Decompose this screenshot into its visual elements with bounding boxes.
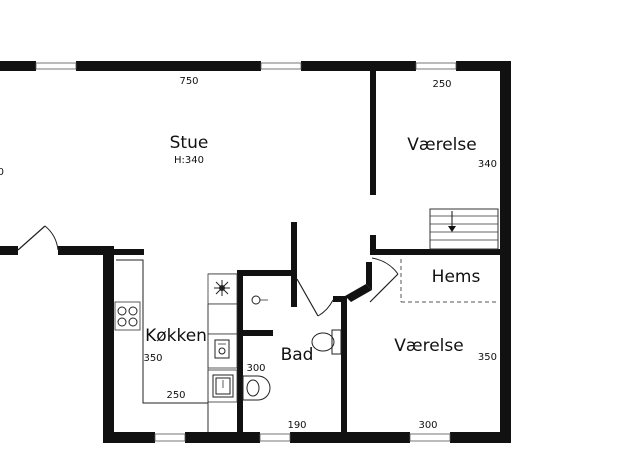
shower-icon xyxy=(251,295,268,305)
sink-icon xyxy=(212,374,234,398)
room-name-koekken: Køkken xyxy=(145,326,207,346)
interior-walls xyxy=(237,71,504,440)
room-name-vaerelse-top: Værelse xyxy=(407,135,476,155)
stue-width-dim: 750 xyxy=(179,76,198,87)
koekken-depth-dim: 350 xyxy=(143,353,162,364)
vaerelse-bottom-width-dim: 300 xyxy=(418,420,437,431)
stove-icon xyxy=(114,301,141,331)
bad-width-dim: 190 xyxy=(287,420,306,431)
washbasin-icon xyxy=(242,375,271,401)
stue-height: H:340 xyxy=(174,155,204,166)
toilet-icon xyxy=(311,329,342,355)
room-name-vaerelse-bottom: Værelse xyxy=(394,336,463,356)
stue-side-dim: 0 xyxy=(0,167,4,178)
dishwasher-icon xyxy=(214,339,230,359)
vaerelse-top-width-dim: 250 xyxy=(432,79,451,90)
room-name-bad: Bad xyxy=(281,345,314,365)
vaerelse-bottom-depth-dim: 350 xyxy=(478,352,497,363)
stairs-icon xyxy=(429,208,499,250)
outer-walls xyxy=(0,61,511,443)
kitchen-counter xyxy=(116,259,238,432)
bad-depth-dim: 300 xyxy=(246,363,265,374)
koekken-width-dim: 250 xyxy=(166,390,185,401)
entrance-door xyxy=(17,225,59,251)
room-name-hems: Hems xyxy=(432,267,481,287)
vaerelse-top-depth-dim: 340 xyxy=(478,159,497,170)
fan-icon xyxy=(214,280,230,296)
hems-area xyxy=(400,259,497,303)
room-name-stue: Stue xyxy=(170,133,209,153)
interior-doors xyxy=(296,257,399,317)
